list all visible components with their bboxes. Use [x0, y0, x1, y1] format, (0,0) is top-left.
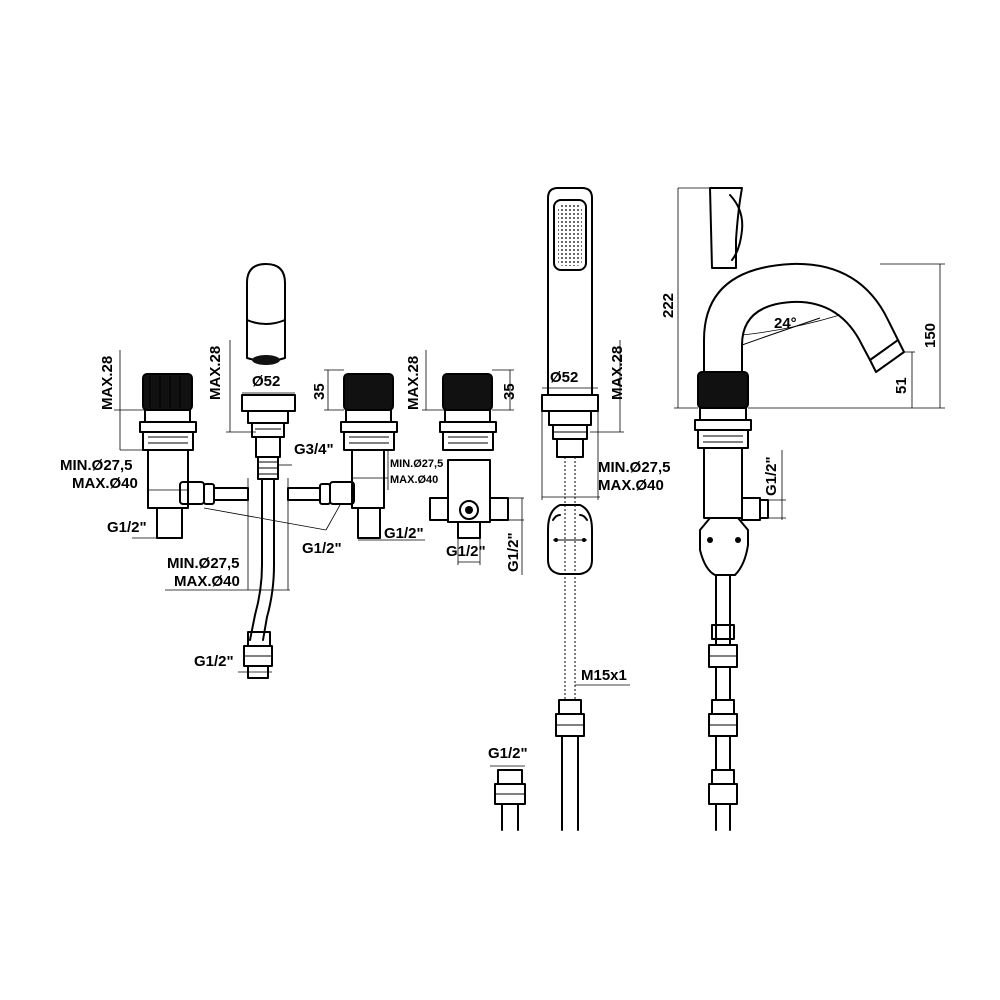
label-min275-left: MIN.Ø27,5: [60, 457, 133, 474]
label-min275-spout: MIN.Ø27,5: [167, 555, 240, 572]
label-max40-shower: MAX.Ø40: [598, 477, 664, 494]
label-g34: G3/4": [294, 441, 334, 458]
label-g12-left: G1/2": [107, 519, 147, 536]
label-max28-spout: MAX.28: [207, 346, 224, 400]
hose-connector: [494, 769, 526, 831]
label-g12-diverter: G1/2": [446, 543, 486, 560]
label-m15x1: M15x1: [581, 667, 627, 684]
label-max40-spout: MAX.Ø40: [174, 573, 240, 590]
shower-hose: [564, 457, 576, 700]
label-max40-middle: MAX.Ø40: [390, 474, 438, 486]
spout-body: [246, 263, 286, 321]
diverter-knob: [442, 373, 493, 411]
label-max40-left: MAX.Ø40: [72, 475, 138, 492]
dimension-labels: MAX.28 MIN.Ø27,5 MAX.Ø40 G1/2" MAX.28 Ø5…: [60, 293, 939, 762]
label-max28-shower: MAX.28: [609, 346, 626, 400]
label-24deg: 24°: [774, 315, 797, 332]
side-hand-shower: [709, 187, 743, 269]
dimension-lines: [114, 187, 945, 767]
label-d52-spout: Ø52: [252, 373, 280, 390]
label-min275-shower: MIN.Ø27,5: [598, 459, 671, 476]
side-view: [694, 187, 905, 831]
label-g12-side: G1/2": [763, 456, 780, 496]
middle-valve-knob: [343, 373, 394, 411]
spout-unit: [241, 263, 296, 679]
label-max28-diverter: MAX.28: [405, 356, 422, 410]
label-g12-pipes: G1/2": [302, 540, 342, 557]
hose-weight: [547, 504, 593, 575]
label-g12-middle: G1/2": [384, 525, 424, 542]
label-51: 51: [893, 377, 910, 394]
side-spout-top: [703, 262, 899, 373]
hand-shower-handle: [547, 187, 593, 396]
label-g12-diverter-side: G1/2": [505, 532, 522, 572]
label-g12-connector: G1/2": [488, 745, 528, 762]
label-min275-middle: MIN.Ø27,5: [390, 458, 443, 470]
label-g12-spout: G1/2": [194, 653, 234, 670]
diverter-valve: [429, 373, 509, 539]
label-150: 150: [922, 323, 939, 348]
label-max28-left: MAX.28: [99, 356, 116, 410]
label-35-middle: 35: [311, 383, 328, 400]
hand-shower-front: [541, 187, 599, 831]
shower-nozzle-grid: [558, 204, 582, 266]
label-222: 222: [660, 293, 677, 318]
label-d52-shower: Ø52: [550, 369, 578, 386]
side-knob: [697, 371, 749, 409]
label-35-diverter: 35: [501, 383, 518, 400]
